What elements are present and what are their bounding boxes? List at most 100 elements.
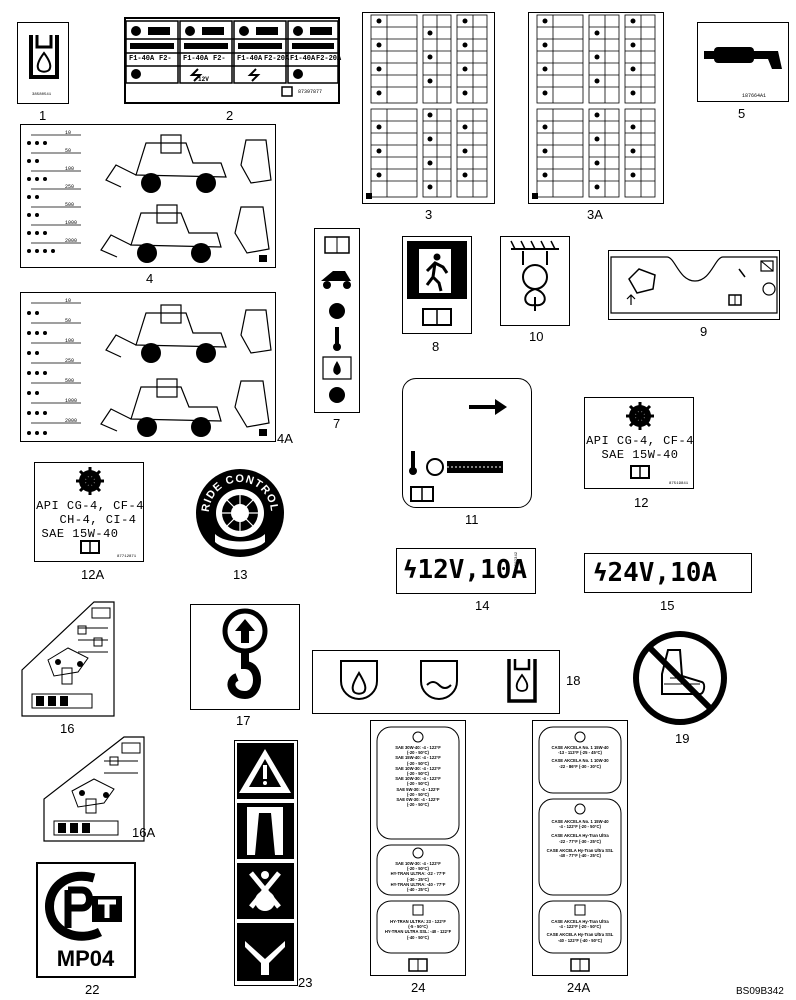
callout-14: 14: [475, 598, 490, 613]
spec-line: HY-TRAN ULTRA: -22 - 77°F: [390, 871, 446, 877]
callout-1: 1: [39, 108, 47, 123]
fuse-label-2: F1-40A: [183, 55, 209, 63]
decal-1: 38580541: [17, 22, 69, 104]
callout-10: 10: [529, 329, 544, 344]
fluid-table-grid: [366, 14, 488, 199]
interval-1000: 1000: [65, 398, 78, 404]
decal-16: [21, 601, 115, 717]
fuse-label-4: F1-40A: [290, 55, 316, 63]
oil-spec-line-2: CH-4, CI-4: [59, 513, 137, 527]
fuse-label-1: F1-40A: [129, 55, 155, 63]
callout-23: 23: [298, 975, 313, 990]
spec-line: -4 - 122°F (-20 - 50°C): [559, 824, 601, 830]
callout-9: 9: [700, 324, 708, 339]
lightning-icon: ϟ: [593, 559, 608, 587]
decal-3: [362, 12, 495, 204]
fluid-table-grid: [532, 14, 656, 199]
spec-block-hydraulic: CASE AKCELA Hy-Tran Ultra -4 - 122°F (-2…: [539, 919, 621, 943]
spec-line: (-20 - 50°C): [407, 760, 429, 766]
callout-22: 22: [85, 982, 100, 997]
callout-24: 24: [411, 980, 426, 995]
oil-spec-line-1: API CG-4, CF-4: [586, 434, 694, 448]
spec-line: SAE 0W-30: -4 - 122°F: [396, 797, 440, 803]
spec-line: SAE 10W-30: -4 - 122°F: [395, 765, 441, 771]
decal-22: MP04: [36, 862, 136, 978]
spec-line: -22 - 77°F (-30 - 25°C): [559, 838, 601, 844]
decal-11: [402, 378, 532, 508]
spec-line: -40 - 77°F (-40 - 25°C): [559, 853, 601, 859]
figure-code: BS09B342: [736, 986, 784, 997]
callout-3: 3: [425, 207, 433, 222]
decal-23: [234, 740, 298, 986]
fuse-label-3b: F2-20A: [264, 55, 290, 63]
voltage-label: ϟ24V,10A: [593, 560, 717, 586]
callout-15: 15: [660, 598, 675, 613]
voltage-text: 24V,10A: [607, 558, 718, 588]
oil-spec-line-1: API CG-4, CF-4: [36, 499, 144, 513]
coolant-reservoir-icon: [29, 35, 59, 79]
spec-block-hydraulic: HY-TRAN ULTRA: 23 - 122°F (-5 - 50°C) HY…: [377, 919, 459, 940]
fuse-label-3: F1-40A: [237, 55, 263, 63]
gear-oil-icon: [626, 402, 654, 479]
spec-line: CASE AKCELA No. 1 10W-30: [551, 758, 609, 764]
interval-50: 50: [65, 148, 72, 154]
decal-4a: 10 50 100 250 500 1000 2000: [20, 292, 276, 442]
decal-14: ϟ12V,10A 36582342: [396, 548, 536, 594]
gear-oil-icon: [76, 467, 104, 554]
spec-line: SAE 30W-40: -4 - 122°F: [395, 745, 441, 750]
decal-3a: [528, 12, 664, 204]
oil-spec-line-3: SAE 15W-40: [41, 527, 119, 541]
callout-4a: 4A: [277, 431, 293, 446]
spec-line: -13 - 113°F (-25 - 45°C): [558, 750, 602, 756]
fluid-spec-panel: [376, 726, 460, 972]
callout-13: 13: [233, 567, 248, 582]
callout-16: 16: [60, 721, 75, 736]
coolant-temperature-diagram: [409, 399, 507, 502]
interval-1000: 1000: [65, 220, 78, 226]
voltage-label: ϟ12V,10A: [403, 557, 527, 583]
spec-block-engine: CASE AKCELA No. 1 15W-40 -13 - 113°F (-2…: [539, 745, 621, 769]
decal-5: 187664A1: [697, 22, 789, 102]
callout-11: 11: [465, 512, 479, 527]
oil-spec-line-2: SAE 15W-40: [601, 448, 679, 462]
lift-point-icon: [510, 240, 559, 311]
spec-line: CASE AKCELA Hy-Tran Ultra SSL: [546, 932, 614, 938]
fluid-spec-panel: [538, 726, 622, 972]
interval-500: 500: [65, 202, 75, 208]
emergency-exit-icon: [407, 241, 467, 326]
interval-2000: 2000: [65, 418, 78, 424]
spec-line: (-20 - 50°C): [407, 781, 429, 787]
fuse-label-1b: F2-: [159, 55, 172, 63]
part-number: 187664A1: [742, 93, 767, 99]
spec-line: (-30 - 25°C): [407, 876, 429, 882]
decal-12: API CG-4, CF-4 SAE 15W-40 87519841: [584, 397, 694, 489]
spec-line: SAE 10W-30: -4 - 122°F: [395, 776, 441, 782]
callout-7: 7: [333, 416, 341, 431]
interval-10: 10: [65, 298, 72, 304]
spec-block-transmission: CASE AKCELA No. 1 15W-40 -4 - 122°F (-20…: [539, 819, 621, 858]
spec-line: SAE 15W-40: -4 - 122°F: [395, 755, 441, 761]
exhaust-muffler-icon: [704, 47, 782, 69]
callout-3a: 3A: [587, 207, 603, 222]
fuse-label-4b: F2-20A: [316, 55, 342, 63]
safety-warning-strip: [237, 743, 294, 981]
part-number: 87519841: [669, 482, 689, 486]
spec-line: (-5 - 50°C): [408, 924, 428, 930]
spec-line: (-20 - 50°C): [407, 750, 429, 756]
interval-50: 50: [65, 318, 72, 324]
lightning-icon: ϟ: [403, 556, 418, 584]
spec-line: CASE AKCELA Hy-Tran Ultra SSL: [546, 847, 614, 853]
voltage-label: 12V: [198, 76, 209, 83]
voltage-text: 12V,10A: [417, 555, 528, 585]
fluid-reservoir-icons: [340, 659, 537, 703]
part-number: 36582342: [515, 551, 519, 571]
spec-line: CASE AKCELA Hy-Tran Ultra: [551, 919, 609, 924]
spec-line: -40 - 122°F (-40 - 50°C): [557, 937, 603, 943]
spec-block-transmission: SAE 10W-30: -4 - 122°F (-20 - 50°C) HY-T…: [377, 861, 459, 892]
fuse-label-2b: F2-: [213, 55, 226, 63]
part-number: 38580541: [32, 93, 52, 97]
spec-line: (-40 - 25°C): [407, 887, 429, 893]
interval-250: 250: [65, 358, 75, 364]
decal-2: F1-40A F2- F1-40A F2- F1-40A F2-20A F1-4…: [124, 17, 342, 104]
spec-line: HY-TRAN ULTRA: 23 - 122°F: [390, 919, 446, 924]
